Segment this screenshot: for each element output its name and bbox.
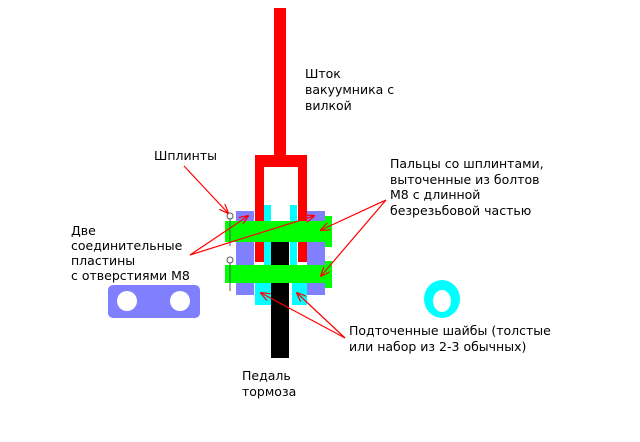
label-line: вакуумника с bbox=[305, 82, 394, 97]
label-line: вилкой bbox=[305, 98, 352, 113]
label-line: соединительные bbox=[71, 238, 183, 253]
vacuum-rod-fork bbox=[255, 8, 307, 262]
label-line: выточенные из болтов bbox=[390, 172, 540, 187]
label-line: Педаль bbox=[242, 368, 291, 383]
arrows bbox=[183, 165, 387, 339]
label-washers: Подточенные шайбы (толстые или набор из … bbox=[349, 323, 551, 354]
label-line: тормоза bbox=[242, 384, 296, 399]
washer-top-view bbox=[424, 280, 460, 318]
label-line: Шток bbox=[305, 66, 341, 81]
label-line: Две bbox=[71, 223, 96, 238]
label-line: M8 с длинной bbox=[390, 187, 480, 202]
label-pedal: Педаль тормоза bbox=[242, 368, 296, 399]
label-plates: Две соединительные пластины с отверстиям… bbox=[71, 223, 190, 283]
label-pins: Пальцы со шплинтами, выточенные из болто… bbox=[390, 156, 544, 218]
pins bbox=[225, 216, 332, 288]
label-line: Пальцы со шплинтами, bbox=[390, 156, 544, 171]
label-line: безрезьбовой частью bbox=[390, 203, 531, 218]
label-line: Подточенные шайбы (толстые bbox=[349, 323, 551, 338]
label-line: Шплинты bbox=[154, 148, 217, 163]
label-line: с отверстиями M8 bbox=[71, 268, 190, 283]
connecting-plate-top-view bbox=[108, 285, 200, 318]
label-cotter-pins: Шплинты bbox=[154, 148, 217, 163]
cotter-pins bbox=[226, 212, 234, 291]
label-line: пластины bbox=[71, 253, 135, 268]
label-line: или набор из 2-3 обычных) bbox=[349, 339, 526, 354]
label-rod: Шток вакуумника с вилкой bbox=[305, 66, 394, 113]
